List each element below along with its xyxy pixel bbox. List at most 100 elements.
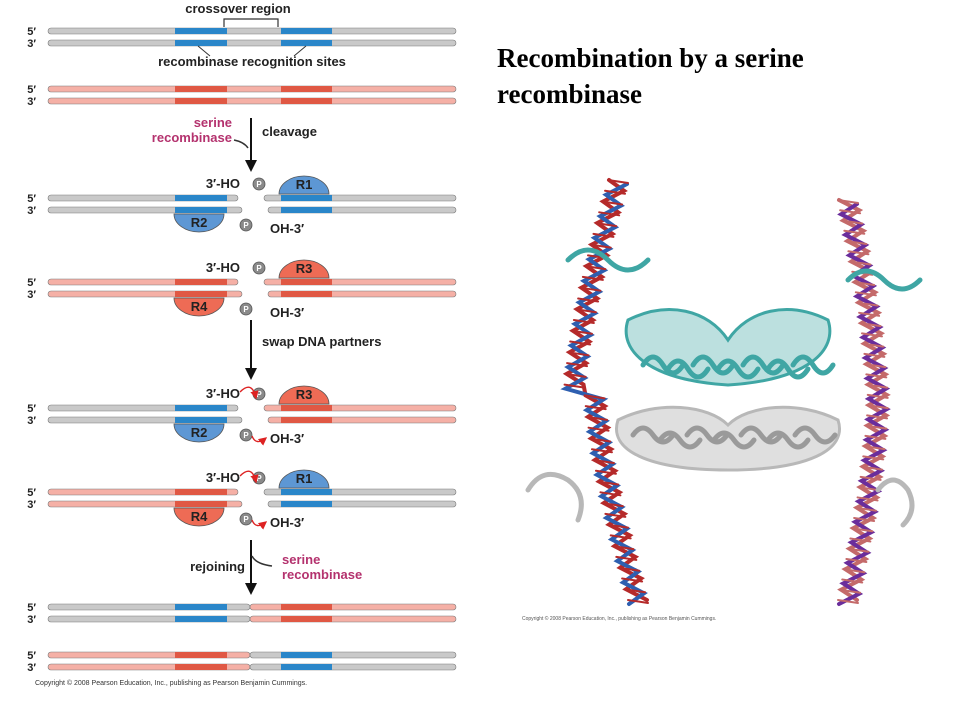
oh-end-label: OH-3′: [270, 431, 304, 446]
recognition-site: [175, 195, 227, 201]
dna-helix-right-rung: [866, 404, 889, 410]
rejoin-arrow: [239, 386, 259, 400]
recognition-site: [281, 40, 332, 46]
strand-3-label: 3′: [27, 499, 36, 511]
dna-helix-right-rung: [847, 250, 870, 256]
dna-helix-right-rung: [854, 506, 877, 512]
oh-end-label: OH-3′: [270, 515, 304, 530]
dna-helix-right: [837, 198, 891, 602]
dna-helix-right-rung: [862, 342, 885, 348]
recognition-site: [281, 501, 332, 507]
gray-protein-domain: [615, 405, 841, 472]
strand-5-label: 5′: [27, 193, 36, 205]
dna-helix-right-rung: [837, 599, 859, 604]
teal-helix-coil: [665, 358, 711, 380]
recognition-site: [281, 291, 332, 297]
gray-helix-coil: [684, 425, 730, 445]
strand-3-label: 3′: [27, 96, 36, 108]
recognition-site: [281, 86, 332, 92]
recombinase-subunit-top: [278, 469, 330, 489]
enzyme-curve-arrow-1: [233, 139, 249, 149]
recombinase-label: R3: [296, 387, 313, 402]
dna-helix-left-rung: [587, 426, 610, 432]
dna-helix-right-rung: [856, 301, 879, 307]
dna-helix-left-rung: [607, 179, 629, 184]
crossover-region-label: crossover region: [185, 1, 291, 16]
enzyme-curve-arrow-2: [251, 555, 273, 567]
phosphate-label: P: [243, 515, 249, 524]
dna-helix-left-rung: [570, 329, 593, 335]
dna-helix-left-rung: [606, 523, 629, 529]
recombinase-subunit-top: [278, 175, 330, 195]
recognition-site: [281, 664, 332, 670]
dna-helix-right-rung: [843, 229, 866, 235]
recognition-site: [175, 279, 227, 285]
dna-helix-right-rung: [865, 373, 888, 379]
recognition-site: [175, 604, 227, 610]
dna-helix-left-rung: [566, 362, 589, 368]
dna-rows: 5′3′5′3′5′3′R1R2PP3′-HOOH-3′5′3′R3R4PP3′…: [27, 26, 457, 674]
phosphate-icon: [239, 218, 253, 232]
dna-helix-right-rung: [847, 547, 870, 553]
dna-strand: [249, 603, 457, 611]
recognition-site: [175, 40, 227, 46]
recognition-site: [281, 195, 332, 201]
teal-helix-coil: [740, 354, 786, 376]
protein-structure-image: [525, 178, 923, 606]
dna-helix-right-rung: [854, 291, 877, 297]
recognition-site: [175, 501, 227, 507]
phosphate-label: P: [256, 264, 262, 273]
dna-helix-right-rung: [866, 383, 889, 389]
recognition-site: [175, 664, 227, 670]
recombinase-label: R1: [296, 471, 313, 486]
dna-helix-right-rung: [863, 445, 886, 451]
gray-helix-coil: [657, 430, 703, 450]
dna-helix-right-rung: [837, 199, 859, 204]
dna-helix-left-rung: [579, 286, 602, 292]
recognition-site: [281, 604, 332, 610]
strand-3-label: 3′: [27, 662, 36, 674]
recognition-site: [175, 207, 227, 213]
dna-helix-right-rung: [858, 311, 881, 317]
dna-helix-left-rung: [609, 534, 632, 540]
gray-helix-coil: [525, 471, 584, 523]
dna-strand: [249, 663, 457, 671]
rejoin-arrow: [239, 470, 259, 484]
dna-helix-left-rung: [563, 383, 586, 389]
teal-helix-coil: [790, 354, 836, 376]
phosphate-label: P: [256, 180, 262, 189]
crossover-bracket: [223, 18, 279, 27]
dna-helix-left-rung: [583, 394, 606, 400]
dna-helix-left-rung: [604, 512, 627, 518]
phosphate-icon: [252, 177, 266, 191]
dna-helix-left-rung: [584, 405, 607, 411]
protein-copyright: Copyright © 2008 Pearson Education, Inc.…: [522, 616, 717, 622]
serine-label-1: serine: [194, 115, 232, 130]
dna-helix-right-rung: [864, 434, 887, 440]
recombinase-subunit-top: [278, 385, 330, 405]
dna-helix-left-rung: [589, 437, 612, 443]
phosphate-label: P: [243, 305, 249, 314]
teal-protein-domain: [624, 308, 832, 387]
recombinase-label-2: recombinase: [282, 567, 362, 582]
dna-helix-left-rung: [581, 275, 604, 281]
teal-helix-coil: [765, 358, 811, 380]
strand-3-label: 3′: [27, 614, 36, 626]
ho-end-label: 3′-HO: [206, 470, 240, 485]
recombinase-label: R2: [191, 425, 208, 440]
dna-helix-left-rung: [574, 308, 597, 314]
strand-5-label: 5′: [27, 84, 36, 96]
copyright-text: Copyright © 2008 Pearson Education, Inc.…: [35, 679, 307, 687]
strand-3-label: 3′: [27, 205, 36, 217]
recombinase-subunit-bottom: [173, 213, 225, 233]
recognition-site: [175, 28, 227, 34]
strand-5-label: 5′: [27, 487, 36, 499]
phosphate-icon: [239, 428, 253, 442]
dna-helix-left-rung: [624, 588, 647, 594]
dna-helix-left-rung: [612, 545, 635, 551]
oh-end-label: OH-3′: [270, 221, 304, 236]
rejoin-arrow: [251, 435, 268, 446]
phosphate-label: P: [256, 474, 262, 483]
dna-helix-left-rung: [595, 222, 618, 228]
teal-helix-coil: [715, 358, 761, 380]
